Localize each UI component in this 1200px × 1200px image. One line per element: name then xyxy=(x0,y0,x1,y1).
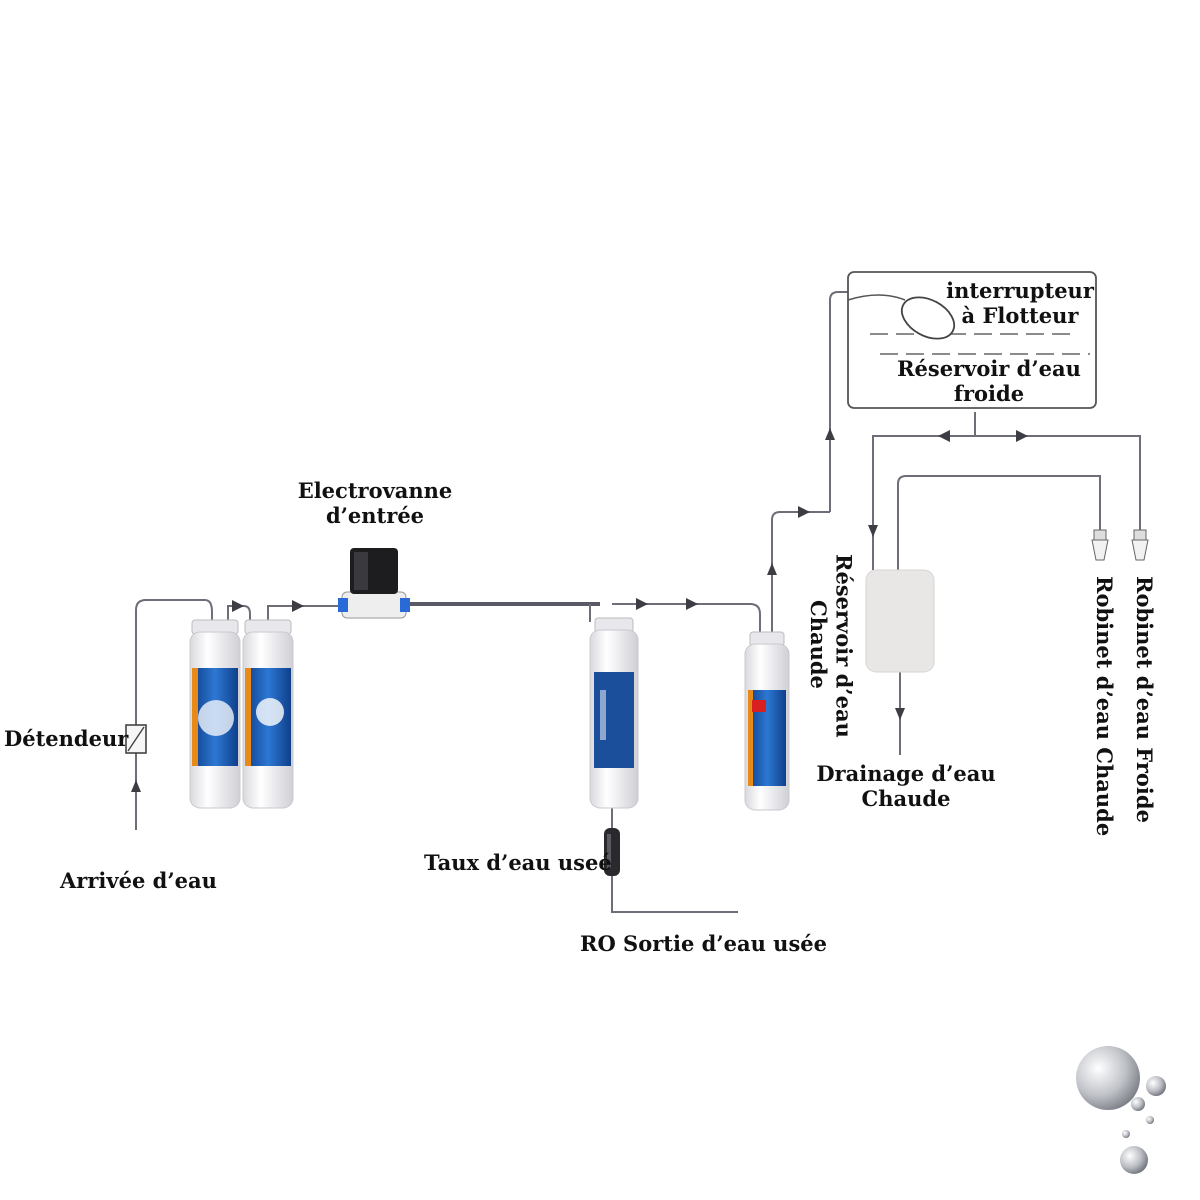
float-switch-icon xyxy=(847,294,956,340)
waste-ratio-label: Taux d’eau useé xyxy=(424,850,612,875)
hot-tap-label: Robinet d’eau Chaude xyxy=(1092,576,1118,837)
arrow-icon xyxy=(131,780,141,792)
cold-tap-icon xyxy=(1131,529,1149,561)
cold-tap-pipe xyxy=(974,412,1141,540)
hot-water-tank xyxy=(865,569,935,673)
arrow-icon xyxy=(868,525,878,537)
post-filter-cartridge xyxy=(744,631,790,811)
hot-tank-feed-pipe xyxy=(872,435,975,570)
tank-feed-pipe xyxy=(829,291,848,512)
float-switch-label-line1: interrupteur xyxy=(946,278,1094,303)
cold-tank-label-line1: Réservoir d’eau xyxy=(897,356,1081,381)
arrow-icon xyxy=(895,708,905,720)
arrow-icon xyxy=(1016,430,1028,442)
water-bubbles-icon xyxy=(1076,1046,1166,1174)
waste-ratio-valve-icon xyxy=(604,828,620,876)
solenoid-label-line1: Electrovanne xyxy=(297,478,453,503)
arrow-icon xyxy=(798,506,810,518)
hot-drain-label-line1: Drainage d’eau xyxy=(816,761,996,786)
cold-tap-label: Robinet d’eau Froide xyxy=(1132,576,1158,823)
hot-tank-label-line2: Chaude xyxy=(806,599,832,689)
cold-water-tank xyxy=(847,271,1097,409)
float-switch-label: interrupteur à Flotteur xyxy=(940,278,1100,328)
hot-drain-label-line2: Chaude xyxy=(861,786,951,812)
pressure-reducer-label: Détendeur xyxy=(4,726,129,751)
cold-tank-label: Réservoir d’eau froide xyxy=(896,356,1082,406)
ro-membrane-cartridge xyxy=(589,617,639,809)
float-switch-label-line2: à Flotteur xyxy=(961,303,1079,329)
hot-tap-pipe xyxy=(897,475,1101,570)
post-to-tank-pipe xyxy=(771,511,830,640)
arrow-icon xyxy=(767,563,777,575)
solenoid-label: Electrovanne d’entrée xyxy=(290,478,460,528)
inlet-pipe xyxy=(135,599,213,830)
to-solenoid-pipe xyxy=(267,605,338,622)
arrow-icon xyxy=(292,600,304,612)
solenoid-valve-icon xyxy=(338,548,410,619)
ro-to-post-pipe xyxy=(612,603,761,640)
arrow-icon xyxy=(232,600,244,612)
hot-tank-label-line1: Réservoir d’eau xyxy=(831,554,857,738)
prefilter-link-pipe xyxy=(227,605,251,625)
waste-pipe-bottom xyxy=(611,875,738,913)
water-inlet-label: Arrivée d’eau xyxy=(60,868,217,893)
solenoid-label-line2: d’entrée xyxy=(325,503,425,529)
cold-tank-label-line2: froide xyxy=(953,381,1025,407)
hot-tap-icon xyxy=(1091,529,1109,561)
arrow-icon xyxy=(636,598,648,610)
prefilter-cartridge-1 xyxy=(189,619,241,809)
hot-drain-label: Drainage d’eau Chaude xyxy=(816,761,996,811)
pressure-reducer-icon xyxy=(125,724,147,754)
arrow-icon xyxy=(825,428,835,440)
ro-waste-outlet-label: RO Sortie d’eau usée xyxy=(580,931,827,956)
pipes xyxy=(135,291,1141,913)
arrow-icon xyxy=(686,598,698,610)
prefilter-cartridge-2 xyxy=(242,619,294,809)
hot-tank-label: Réservoir d’eau Chaude xyxy=(806,554,857,738)
flow-arrows xyxy=(131,428,1028,792)
arrow-icon xyxy=(938,430,950,442)
